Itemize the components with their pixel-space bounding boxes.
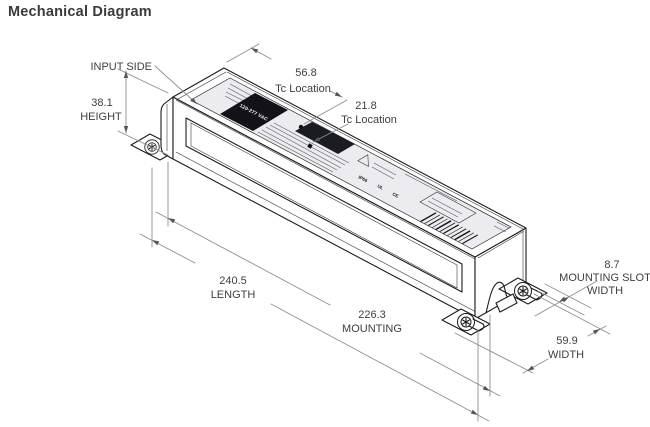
tc1-label: Tc Location [275,83,331,95]
label-fine-print [224,83,253,106]
dim-input-side: INPUT SIDE [90,61,198,105]
tc-marker-1 [298,124,304,130]
ip66-mark-icon: IP66 [358,174,369,183]
ul-mark-icon: UL [377,183,385,190]
height-label: HEIGHT [80,111,122,123]
label-dark-band [295,122,355,154]
dim-mounting: 226.3 MOUNTING [155,161,501,397]
ce-mark-icon: CE [392,191,400,198]
certification-marks: IP66 UL CE [358,174,400,198]
length-value: 240.5 [219,275,247,287]
slot-value: 8.7 [604,259,619,271]
end-bracket-tab [495,293,518,313]
tc-marker-2 [307,143,313,149]
dim-length: 240.5 LENGTH [139,167,490,422]
width-label: WIDTH [548,349,584,361]
length-label: LENGTH [211,289,256,301]
output-mounting-feet [441,277,548,336]
wiring-diagram [419,191,477,224]
dim-slot-width: 8.7 MOUNTING SLOT WIDTH [534,259,650,317]
far-foot-screw-icon [513,281,533,301]
warning-triangle-icon [357,154,369,167]
product-label: 120-277 VAC [190,77,512,250]
tc2-value: 21.8 [355,100,376,112]
dim-tc1: 56.8 Tc Location [226,43,348,125]
led-driver-device: 120-277 VAC [130,67,548,336]
width-value: 59.9 [556,335,577,347]
mounting-value: 226.3 [358,309,386,321]
dim-tc2: 21.8 Tc Location [312,100,397,143]
label-text-lines [257,122,510,233]
barcode [420,212,478,245]
tc2-label: Tc Location [341,114,397,126]
input-side-label: INPUT SIDE [90,61,152,73]
slot-label-2: WIDTH [587,285,623,297]
page-title: Mechanical Diagram [8,4,152,20]
dimension-annotations: INPUT SIDE 56.8 Tc Location 21.8 Tc Loca… [80,43,650,422]
mounting-label: MOUNTING [342,323,402,335]
height-value: 38.1 [91,97,112,109]
dim-width: 59.9 WIDTH [454,293,611,374]
voltage-band: 120-277 VAC [220,93,288,131]
tc1-value: 56.8 [295,67,316,79]
slot-label-1: MOUNTING SLOT [559,272,650,284]
device-side-channel [185,117,463,293]
dim-height: 38.1 HEIGHT [80,68,169,156]
